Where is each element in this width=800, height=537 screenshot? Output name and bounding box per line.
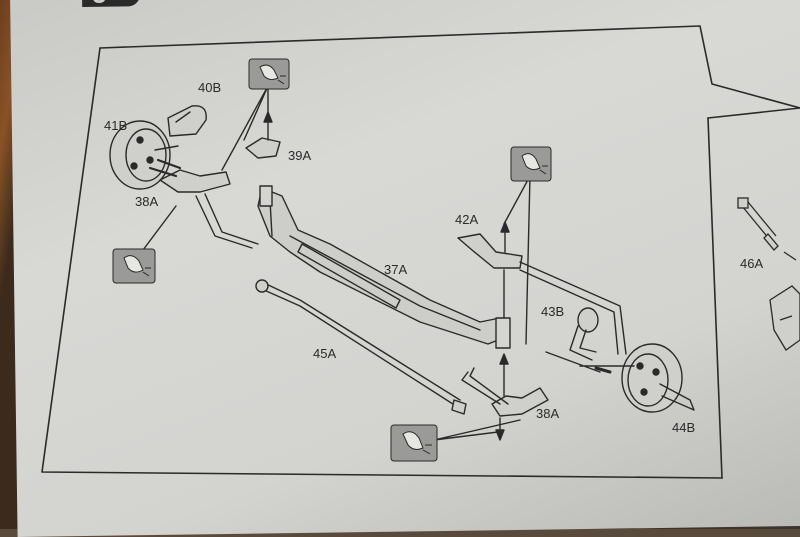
part-label-41b: 41B xyxy=(104,118,128,133)
guide-line xyxy=(503,175,531,345)
glue-icon xyxy=(390,424,438,462)
knuckle-43b xyxy=(569,307,599,361)
guide-line xyxy=(433,419,521,441)
panel-frame xyxy=(99,25,800,109)
panel-frame-left xyxy=(41,47,723,479)
tie-rod-45a xyxy=(255,279,467,415)
steering-arm-38a-left xyxy=(159,169,259,249)
wheel-hub-44b xyxy=(621,343,695,413)
part-label-45a: 45A xyxy=(313,346,337,361)
part-label-40b: 40B xyxy=(198,80,222,95)
wheel-hub-41b xyxy=(109,120,179,190)
part-label-42a: 42A xyxy=(455,212,479,227)
panel-frame-notch xyxy=(707,107,800,119)
arm-39a xyxy=(245,111,281,159)
part-label-38a-left: 38A xyxy=(135,194,159,209)
glue-icon xyxy=(248,58,290,90)
arm-42a xyxy=(457,221,627,355)
axle-beam-37a xyxy=(257,185,511,349)
guide-line xyxy=(148,158,182,178)
part-label-38a-right: 38A xyxy=(536,406,560,421)
glue-icon xyxy=(510,146,552,182)
panel-frame-right xyxy=(707,117,723,479)
part-label-44b: 44B xyxy=(672,420,696,435)
guide-line xyxy=(594,366,612,374)
part-label-37a: 37A xyxy=(384,262,408,277)
guide-line xyxy=(221,85,269,171)
part-label-46a: 46A xyxy=(740,256,764,271)
part-label-43b: 43B xyxy=(541,304,565,319)
glue-icon xyxy=(112,248,156,284)
next-step-partial-drawing xyxy=(737,197,800,351)
guide-line xyxy=(545,351,635,373)
part-label-39a: 39A xyxy=(288,148,312,163)
steering-arm-38a-right xyxy=(461,353,549,441)
knuckle-40b xyxy=(167,105,207,137)
